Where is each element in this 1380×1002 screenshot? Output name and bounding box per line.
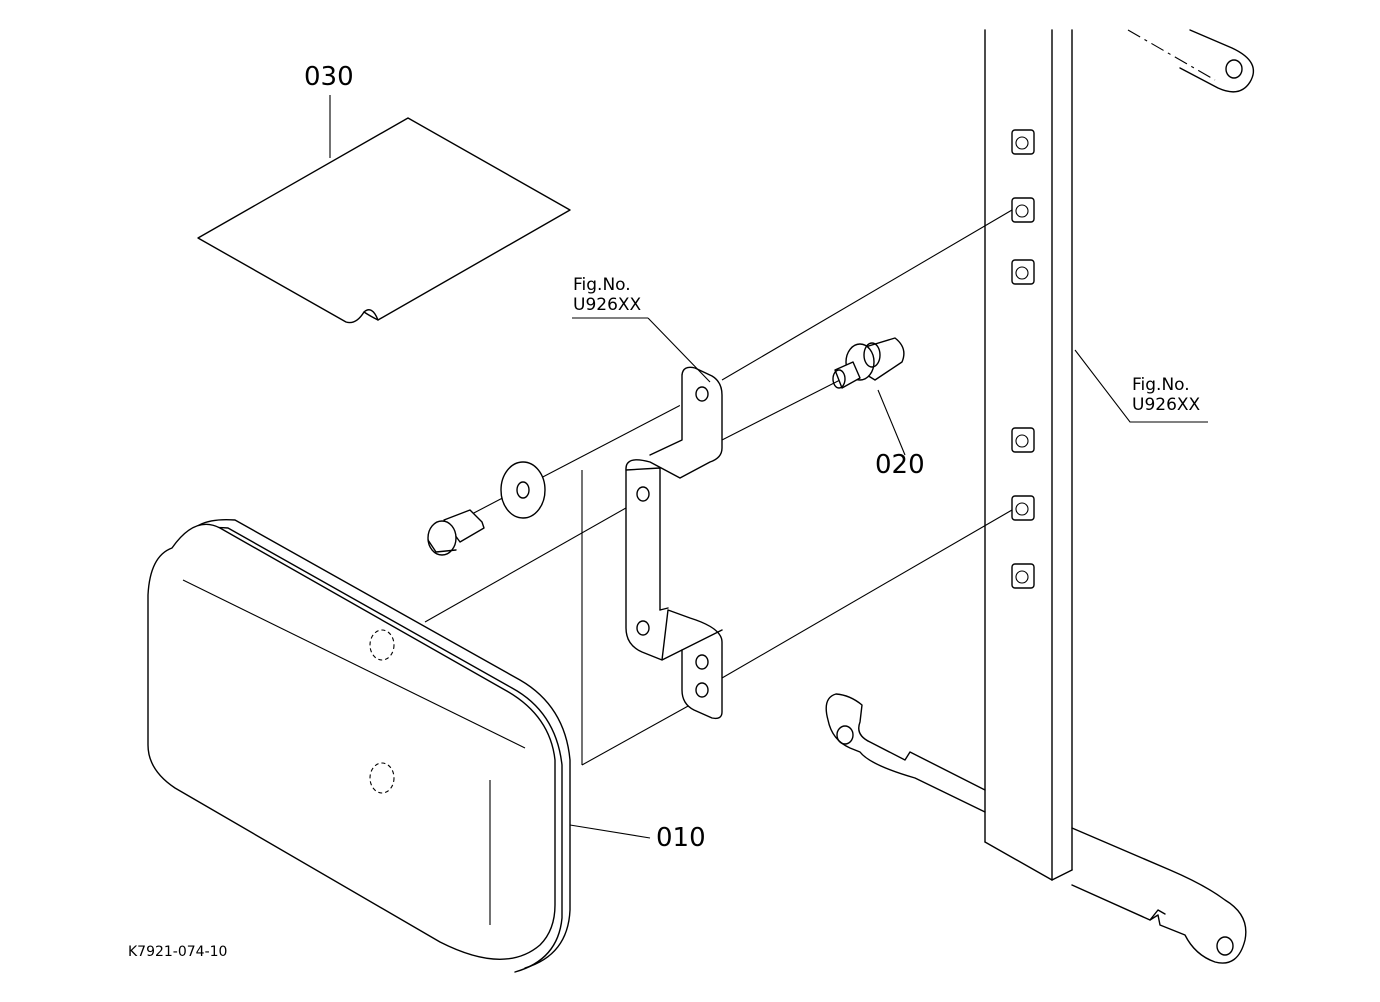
frame-upright-post [984, 29, 1073, 881]
square-nuts [1011, 129, 1035, 589]
figure-reference-bracket-number: U926XX [573, 295, 642, 316]
figure-reference-frame: Fig.No. U926XX [1132, 375, 1200, 416]
reference-leaders [572, 317, 1208, 423]
flat-washer [500, 461, 546, 519]
assembly-lines [424, 209, 1013, 766]
mounting-bracket [625, 366, 723, 720]
part-number-030: 030 [304, 62, 354, 92]
grommet-020 [832, 337, 906, 456]
part-number-020: 020 [875, 450, 925, 480]
drawing-code: K7921-074-10 [128, 944, 228, 960]
work-lamp-010 [147, 518, 651, 973]
part-number-010: 010 [656, 823, 706, 853]
frame-top-bracket [1127, 29, 1255, 93]
flange-bolt [427, 509, 485, 556]
warning-label-sheet-030 [197, 95, 571, 324]
figure-reference-frame-label: Fig.No. [1132, 375, 1190, 395]
frame-bottom-arm [825, 693, 1247, 964]
figure-reference-bracket-label: Fig.No. [573, 275, 631, 295]
figure-reference-frame-number: U926XX [1132, 395, 1201, 416]
figure-reference-bracket: Fig.No. U926XX [573, 275, 641, 316]
